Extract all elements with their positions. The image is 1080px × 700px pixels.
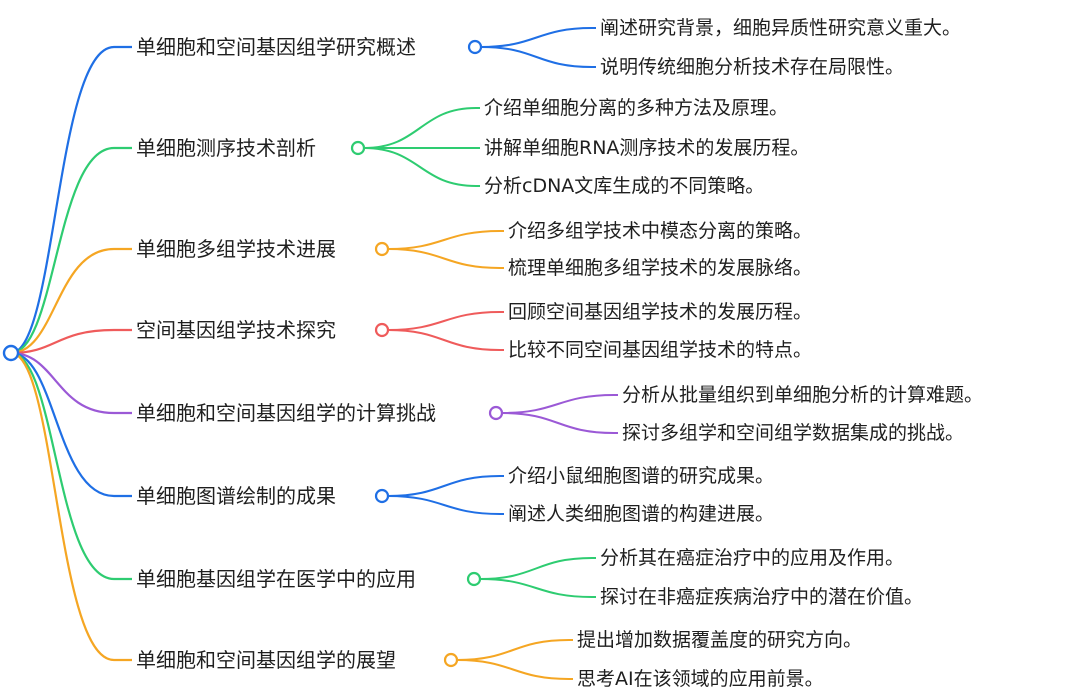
branch-connector-8[interactable]	[443, 652, 459, 668]
leaf-1-1[interactable]: 阐述研究背景，细胞异质性研究意义重大。	[600, 17, 962, 39]
leaf-4-2[interactable]: 比较不同空间基因组学技术的特点。	[508, 339, 813, 361]
branch-link-8	[10, 351, 132, 662]
leaf-8-2[interactable]: 思考AI在该领域的应用前景。	[577, 668, 824, 690]
branch-link-1	[10, 45, 132, 355]
leaf-3-2[interactable]: 梳理单细胞多组学技术的发展脉络。	[508, 257, 813, 279]
branch-link-4	[10, 328, 132, 355]
leaf-link-3-2	[387, 248, 504, 269]
leaf-7-1[interactable]: 分析其在癌症治疗中的应用及作用。	[600, 547, 905, 569]
leaf-link-2-3	[363, 147, 480, 187]
leaf-2-3[interactable]: 分析cDNA文库生成的不同策略。	[484, 175, 765, 197]
leaf-2-1[interactable]: 介绍单细胞分离的多种方法及原理。	[484, 97, 789, 119]
branch-connector-5[interactable]	[488, 405, 504, 421]
branch-connector-2[interactable]	[350, 140, 366, 156]
branch-link-7	[10, 351, 132, 581]
branch-3-label[interactable]: 单细胞多组学技术进展	[136, 237, 336, 261]
leaf-link-5-2	[501, 412, 618, 434]
branch-5-label[interactable]: 单细胞和空间基因组学的计算挑战	[136, 401, 436, 425]
branch-connector-4[interactable]	[374, 322, 390, 338]
leaf-link-5-1	[501, 394, 618, 414]
leaf-link-8-2	[456, 659, 573, 680]
leaf-link-8-1	[456, 639, 573, 661]
leaf-link-1-2	[480, 46, 596, 68]
leaf-link-4-2	[387, 329, 504, 351]
branch-link-5	[10, 351, 132, 415]
branch-6-label[interactable]: 单细胞图谱绘制的成果	[136, 484, 336, 508]
leaf-2-2[interactable]: 讲解单细胞RNA测序技术的发展历程。	[484, 137, 810, 159]
leaf-7-2[interactable]: 探讨在非癌症疾病治疗中的潜在价值。	[600, 586, 924, 608]
leaf-link-6-1	[387, 475, 504, 497]
branch-4-label[interactable]: 空间基因组学技术探究	[136, 318, 336, 342]
branch-link-2	[10, 146, 132, 355]
leaf-link-3-1	[387, 230, 504, 250]
leaf-link-6-2	[387, 495, 504, 515]
branch-7-label[interactable]: 单细胞基因组学在医学中的应用	[136, 567, 416, 591]
leaf-6-2[interactable]: 阐述人类细胞图谱的构建进展。	[508, 503, 775, 525]
leaf-link-7-1	[479, 557, 596, 580]
leaf-3-1[interactable]: 介绍多组学技术中模态分离的策略。	[508, 220, 813, 242]
leaf-5-1[interactable]: 分析从批量组织到单细胞分析的计算难题。	[622, 384, 984, 406]
leaf-6-1[interactable]: 介绍小鼠细胞图谱的研究成果。	[508, 465, 775, 487]
leaf-8-1[interactable]: 提出增加数据覆盖度的研究方向。	[577, 629, 863, 651]
branch-link-3	[10, 247, 132, 355]
leaf-link-7-2	[479, 578, 596, 598]
leaf-link-1-1	[480, 27, 596, 48]
branch-connector-1[interactable]	[467, 39, 483, 55]
branch-connector-6[interactable]	[374, 488, 390, 504]
branch-connector-7[interactable]	[466, 571, 482, 587]
leaf-link-2-1	[363, 107, 480, 149]
leaf-1-2[interactable]: 说明传统细胞分析技术存在局限性。	[600, 56, 905, 78]
branch-connector-3[interactable]	[374, 241, 390, 257]
leaf-5-2[interactable]: 探讨多组学和空间组学数据集成的挑战。	[622, 422, 965, 444]
leaf-4-1[interactable]: 回顾空间基因组学技术的发展历程。	[508, 301, 813, 323]
branch-2-label[interactable]: 单细胞测序技术剖析	[136, 136, 316, 160]
leaf-link-4-1	[387, 311, 504, 331]
branch-1-label[interactable]: 单细胞和空间基因组学研究概述	[136, 35, 416, 59]
root-node[interactable]	[2, 344, 20, 362]
branch-8-label[interactable]: 单细胞和空间基因组学的展望	[136, 648, 396, 672]
branch-link-6	[10, 351, 132, 498]
